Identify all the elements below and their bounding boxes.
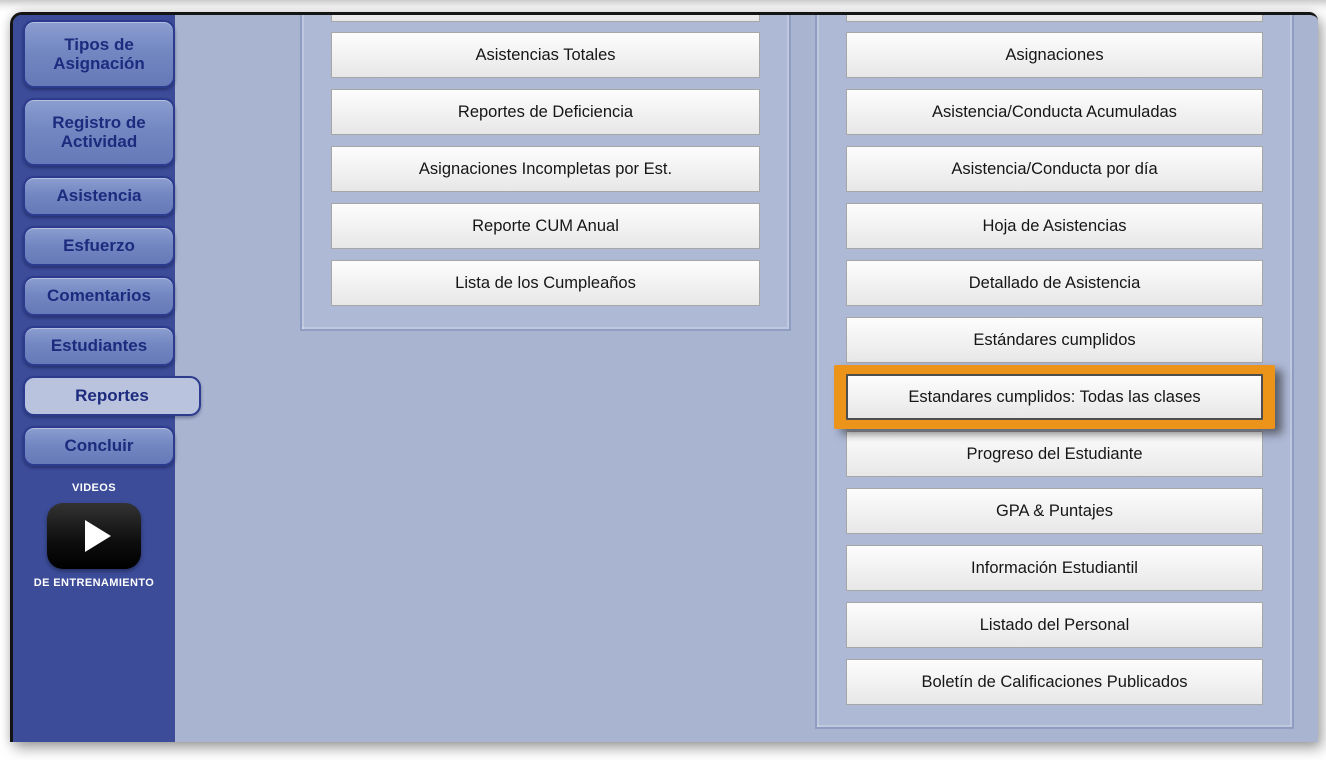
sidebar-tab-estudiantes[interactable]: Estudiantes — [23, 326, 175, 366]
report-button-partial[interactable] — [331, 15, 760, 22]
sidebar-tab-concluir[interactable]: Concluir — [23, 426, 175, 466]
training-videos-section: VIDEOS DE ENTRENAMIENTO — [13, 482, 175, 589]
report-button-estandares-cumplidos[interactable]: Estándares cumplidos — [846, 317, 1263, 363]
training-video-button[interactable] — [47, 503, 141, 569]
sidebar-tab-reportes[interactable]: Reportes — [23, 376, 201, 416]
report-button-asistencias-totales[interactable]: Asistencias Totales — [331, 32, 760, 78]
report-button-boletin-calificaciones-publicados[interactable]: Boletín de Calificaciones Publicados — [846, 659, 1263, 705]
app-window: Tipos de Asignación Registro de Activida… — [10, 12, 1318, 742]
sidebar-tab-registro-de-actividad[interactable]: Registro de Actividad — [23, 98, 175, 166]
report-button-informacion-estudiantil[interactable]: Información Estudiantil — [846, 545, 1263, 591]
report-button-hoja-de-asistencias[interactable]: Hoja de Asistencias — [846, 203, 1263, 249]
videos-label: VIDEOS — [72, 482, 116, 494]
report-button-partial[interactable] — [846, 15, 1263, 22]
report-button-gpa-puntajes[interactable]: GPA & Puntajes — [846, 488, 1263, 534]
report-button-asignaciones[interactable]: Asignaciones — [846, 32, 1263, 78]
sidebar-tab-asistencia[interactable]: Asistencia — [23, 176, 175, 216]
report-button-listado-del-personal[interactable]: Listado del Personal — [846, 602, 1263, 648]
sidebar-tab-tipos-de-asignacion[interactable]: Tipos de Asignación — [23, 20, 175, 88]
report-button-reportes-de-deficiencia[interactable]: Reportes de Deficiencia — [331, 89, 760, 135]
report-button-asistencia-conducta-acumuladas[interactable]: Asistencia/Conducta Acumuladas — [846, 89, 1263, 135]
report-button-asignaciones-incompletas[interactable]: Asignaciones Incompletas por Est. — [331, 146, 760, 192]
report-button-progreso-del-estudiante[interactable]: Progreso del Estudiante — [846, 431, 1263, 477]
report-button-reporte-cum-anual[interactable]: Reporte CUM Anual — [331, 203, 760, 249]
sidebar-tab-comentarios[interactable]: Comentarios — [23, 276, 175, 316]
sidebar-tab-esfuerzo[interactable]: Esfuerzo — [23, 226, 175, 266]
sidebar: Tipos de Asignación Registro de Activida… — [13, 15, 201, 742]
play-icon — [84, 520, 111, 552]
report-button-asistencia-conducta-por-dia[interactable]: Asistencia/Conducta por día — [846, 146, 1263, 192]
report-button-detallado-de-asistencia[interactable]: Detallado de Asistencia — [846, 260, 1263, 306]
report-button-lista-cumpleanos[interactable]: Lista de los Cumpleaños — [331, 260, 760, 306]
report-button-estandares-cumplidos-todas-las-clases[interactable]: Estandares cumplidos: Todas las clases — [846, 374, 1263, 420]
reports-content-area: Asistencias Totales Reportes de Deficien… — [175, 15, 1318, 742]
page-top-shadow — [0, 0, 1326, 12]
report-panel-right: Asignaciones Asistencia/Conducta Acumula… — [815, 15, 1294, 729]
highlight-box: Estandares cumplidos: Todas las clases — [834, 365, 1275, 429]
entrenamiento-label: DE ENTRENAMIENTO — [33, 577, 155, 589]
report-panel-left: Asistencias Totales Reportes de Deficien… — [300, 15, 791, 331]
